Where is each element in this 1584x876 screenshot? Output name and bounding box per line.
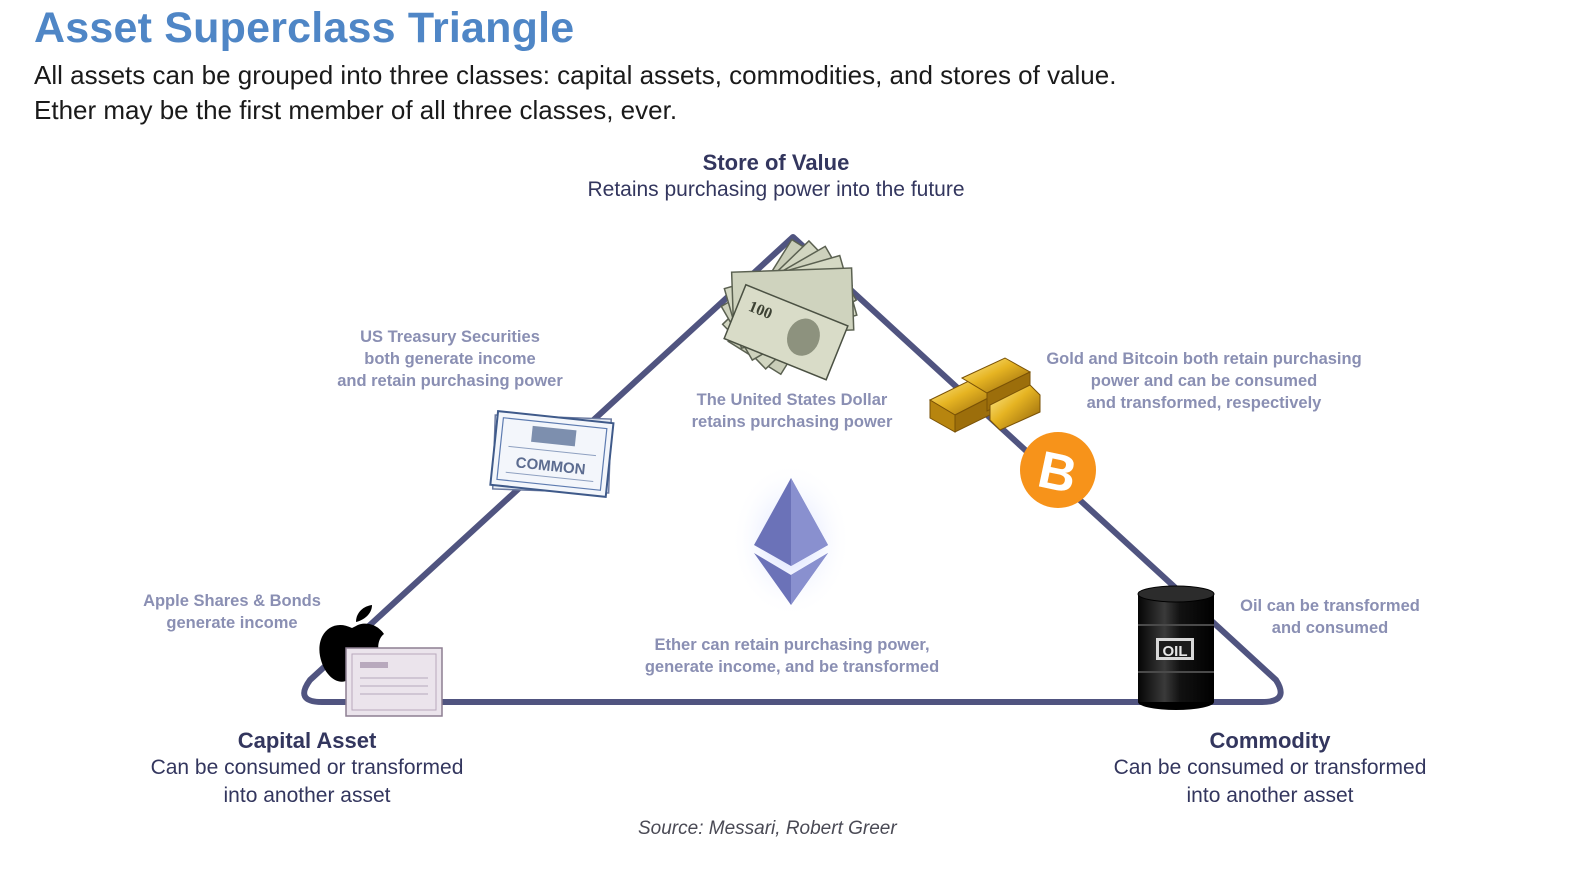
note-line: Ether can retain purchasing power, [612, 634, 972, 656]
oil-label: OIL [1163, 643, 1188, 660]
note-line: generate income, and be transformed [612, 656, 972, 678]
note-line: Oil can be transformed [1222, 595, 1438, 617]
gold-bitcoin-note: Gold and Bitcoin both retain purchasing … [1022, 348, 1386, 414]
store-of-value-title: Store of Value [526, 150, 1026, 176]
note-line: Gold and Bitcoin both retain purchasing [1022, 348, 1386, 370]
commodity-title: Commodity [1070, 728, 1470, 754]
note-line: generate income [122, 612, 342, 634]
capital-asset-desc-line: into another asset [107, 782, 507, 810]
note-line: and consumed [1222, 617, 1438, 639]
note-line: and retain purchasing power [320, 370, 580, 392]
commodity-desc-line: Can be consumed or transformed [1070, 754, 1470, 782]
note-line: retains purchasing power [672, 411, 912, 433]
dollar-note: The United States Dollar retains purchas… [672, 389, 912, 433]
capital-asset-title: Capital Asset [107, 728, 507, 754]
capital-asset-desc-line: Can be consumed or transformed [107, 754, 507, 782]
subtitle-line: Ether may be the first member of all thr… [34, 93, 1116, 128]
treasury-note: US Treasury Securities both generate inc… [320, 326, 580, 392]
ether-note: Ether can retain purchasing power, gener… [612, 634, 972, 678]
ether-icon [731, 462, 851, 618]
note-line: The United States Dollar [672, 389, 912, 411]
page-title: Asset Superclass Triangle [34, 4, 574, 53]
note-line: and transformed, respectively [1022, 392, 1386, 414]
store-of-value-desc: Retains purchasing power into the future [526, 176, 1026, 204]
store-of-value-label: Store of Value Retains purchasing power … [526, 150, 1026, 204]
apple-share-certificate-icon [346, 648, 442, 716]
treasury-certificate-icon: COMMON [488, 407, 617, 501]
note-line: power and can be consumed [1022, 370, 1386, 392]
capital-asset-label: Capital Asset Can be consumed or transfo… [107, 728, 507, 810]
commodity-label: Commodity Can be consumed or transformed… [1070, 728, 1470, 810]
source-credit: Source: Messari, Robert Greer [638, 818, 897, 840]
note-line: Apple Shares & Bonds [122, 590, 342, 612]
subtitle-line: All assets can be grouped into three cla… [34, 58, 1116, 93]
note-line: US Treasury Securities [320, 326, 580, 348]
apple-note: Apple Shares & Bonds generate income [122, 590, 342, 634]
page-subtitle: All assets can be grouped into three cla… [34, 58, 1116, 128]
commodity-desc-line: into another asset [1070, 782, 1470, 810]
oil-note: Oil can be transformed and consumed [1222, 595, 1438, 639]
note-line: both generate income [320, 348, 580, 370]
bitcoin-icon: B [1020, 432, 1096, 508]
oil-barrel-icon: OIL [1138, 586, 1214, 710]
dollar-bills-icon: 100 [721, 240, 857, 380]
